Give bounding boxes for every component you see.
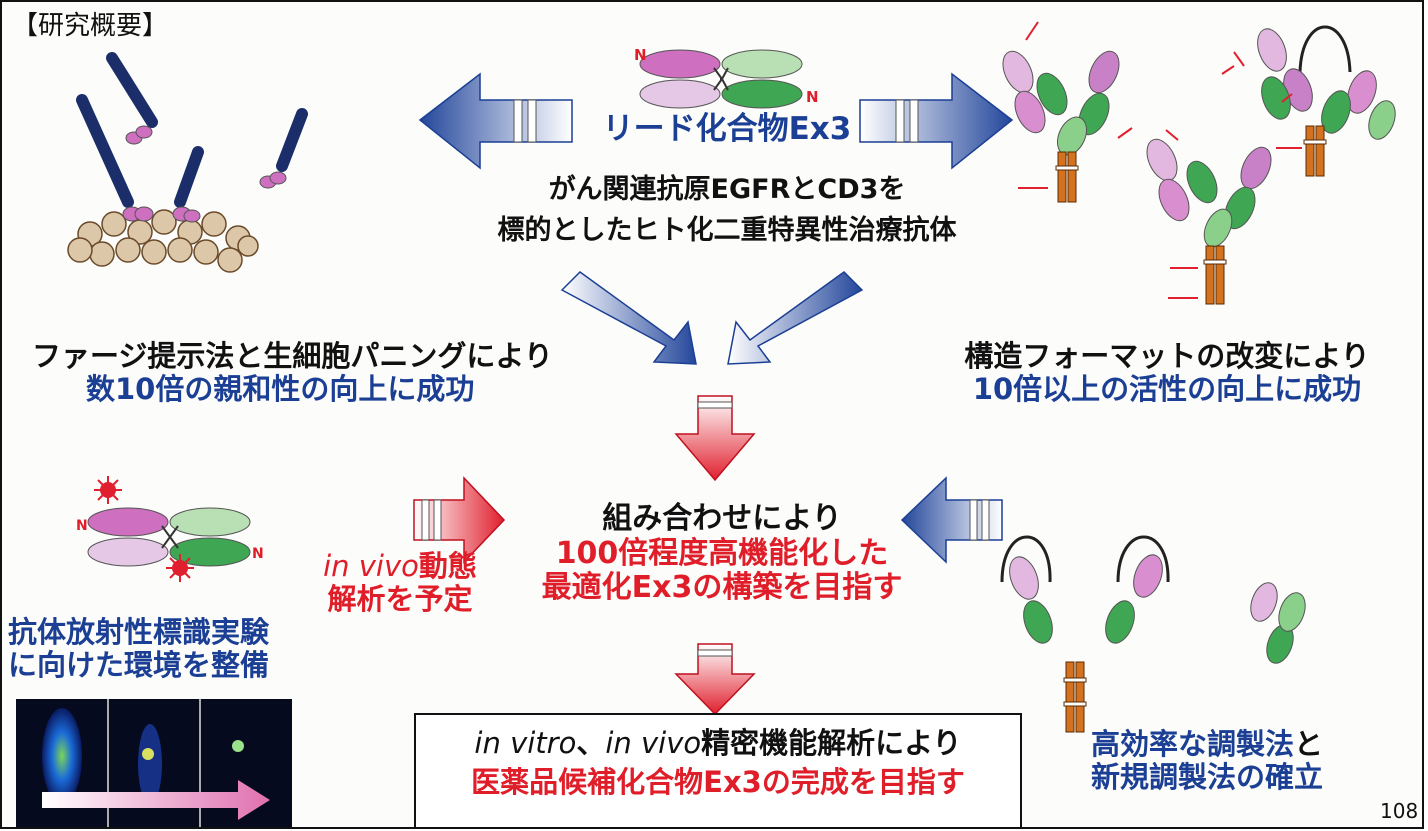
svg-text:N: N <box>634 46 647 64</box>
right-result-line2: 10倍以上の活性の向上に成功 <box>972 372 1362 407</box>
invivo-rest: 動態 <box>418 549 477 583</box>
arrow-left-blue-2 <box>900 476 1003 564</box>
arrow-diag-right <box>727 271 864 365</box>
center-goal-line3: 最適化Ex3の構築を目指す <box>541 570 903 605</box>
svg-text:N: N <box>76 518 88 534</box>
arrow-down-red-2 <box>674 643 756 716</box>
labeled-molecule-icon: N N <box>76 476 264 582</box>
prep-part2: と <box>1294 727 1324 761</box>
center-goal: 組み合わせにより 100倍程度高機能化した 最適化Ex3の構築を目指す <box>492 501 952 606</box>
final-line1-rest: 精密機能解析により <box>701 726 962 760</box>
ex3-molecule-icon: N N <box>634 46 819 109</box>
prepared-antibodies-illustration <box>1000 535 1306 733</box>
final-italic-a: in vitro <box>474 726 577 760</box>
lead-compound-name: リード化合物Ex3 <box>602 111 852 147</box>
page-number: 108 <box>1380 799 1419 823</box>
preparation-methods: 高効率な調製法と 新規調製法の確立 <box>1042 727 1372 795</box>
invivo-plan: in vivo動態 解析を予定 <box>310 549 490 617</box>
final-goal-box: in vitro、in vivo精密機能解析により 医薬品候補化合物Ex3の完成… <box>414 713 1022 827</box>
final-line2: 医薬品候補化合物Ex3の完成を目指す <box>471 765 965 800</box>
lead-description: がん関連抗原EGFRとCD3を 標的としたヒト化二重特異性治療抗体 <box>422 174 1032 246</box>
arrow-diag-left <box>560 271 697 365</box>
arrow-right-red <box>413 476 506 564</box>
antibody-2 <box>1257 25 1396 177</box>
antibody-formats-illustration <box>1002 21 1396 305</box>
labeling-line2: に向けた環境を整備 <box>8 648 270 683</box>
arrow-down-red-1 <box>674 395 756 482</box>
left-result-line2: 数10倍の親和性の向上に成功 <box>86 372 475 407</box>
section-label: 【研究概要】 <box>12 11 169 41</box>
labeling-line1: 抗体放射性標識実験 <box>8 615 270 649</box>
final-italic-b: in vivo <box>605 726 702 760</box>
invivo-italic: in vivo <box>323 549 419 583</box>
labeling-experiment: 抗体放射性標識実験 に向けた環境を整備 <box>8 615 270 683</box>
arrow-left-blue <box>418 72 573 170</box>
svg-text:N: N <box>806 88 819 106</box>
imaging-panels <box>16 699 292 827</box>
antibody-1 <box>1002 50 1120 203</box>
lead-desc-line1: がん関連抗原EGFRとCD3を <box>548 174 906 205</box>
lead-desc-line2: 標的としたヒト化二重特異性治療抗体 <box>497 215 957 247</box>
invivo-line2: 解析を予定 <box>327 582 473 617</box>
left-result: ファージ提示法と生細胞パニングにより 数10倍の親和性の向上に成功 <box>32 339 553 407</box>
final-sep: 、 <box>576 726 606 760</box>
antibody-3 <box>1146 138 1272 305</box>
left-result-line1: ファージ提示法と生細胞パニングにより <box>32 339 553 373</box>
prep-part1: 高効率な調製法 <box>1090 727 1294 761</box>
prep-line2: 新規調製法の確立 <box>1090 760 1323 795</box>
center-goal-line2: 100倍程度高機能化した <box>555 535 889 571</box>
arrow-right-blue <box>859 72 1014 170</box>
center-goal-line1: 組み合わせにより <box>602 501 842 536</box>
right-result: 構造フォーマットの改変により 10倍以上の活性の向上に成功 <box>932 339 1402 407</box>
right-result-line1: 構造フォーマットの改変により <box>964 339 1370 373</box>
phage-display-illustration <box>67 52 308 273</box>
svg-text:N: N <box>252 546 264 562</box>
